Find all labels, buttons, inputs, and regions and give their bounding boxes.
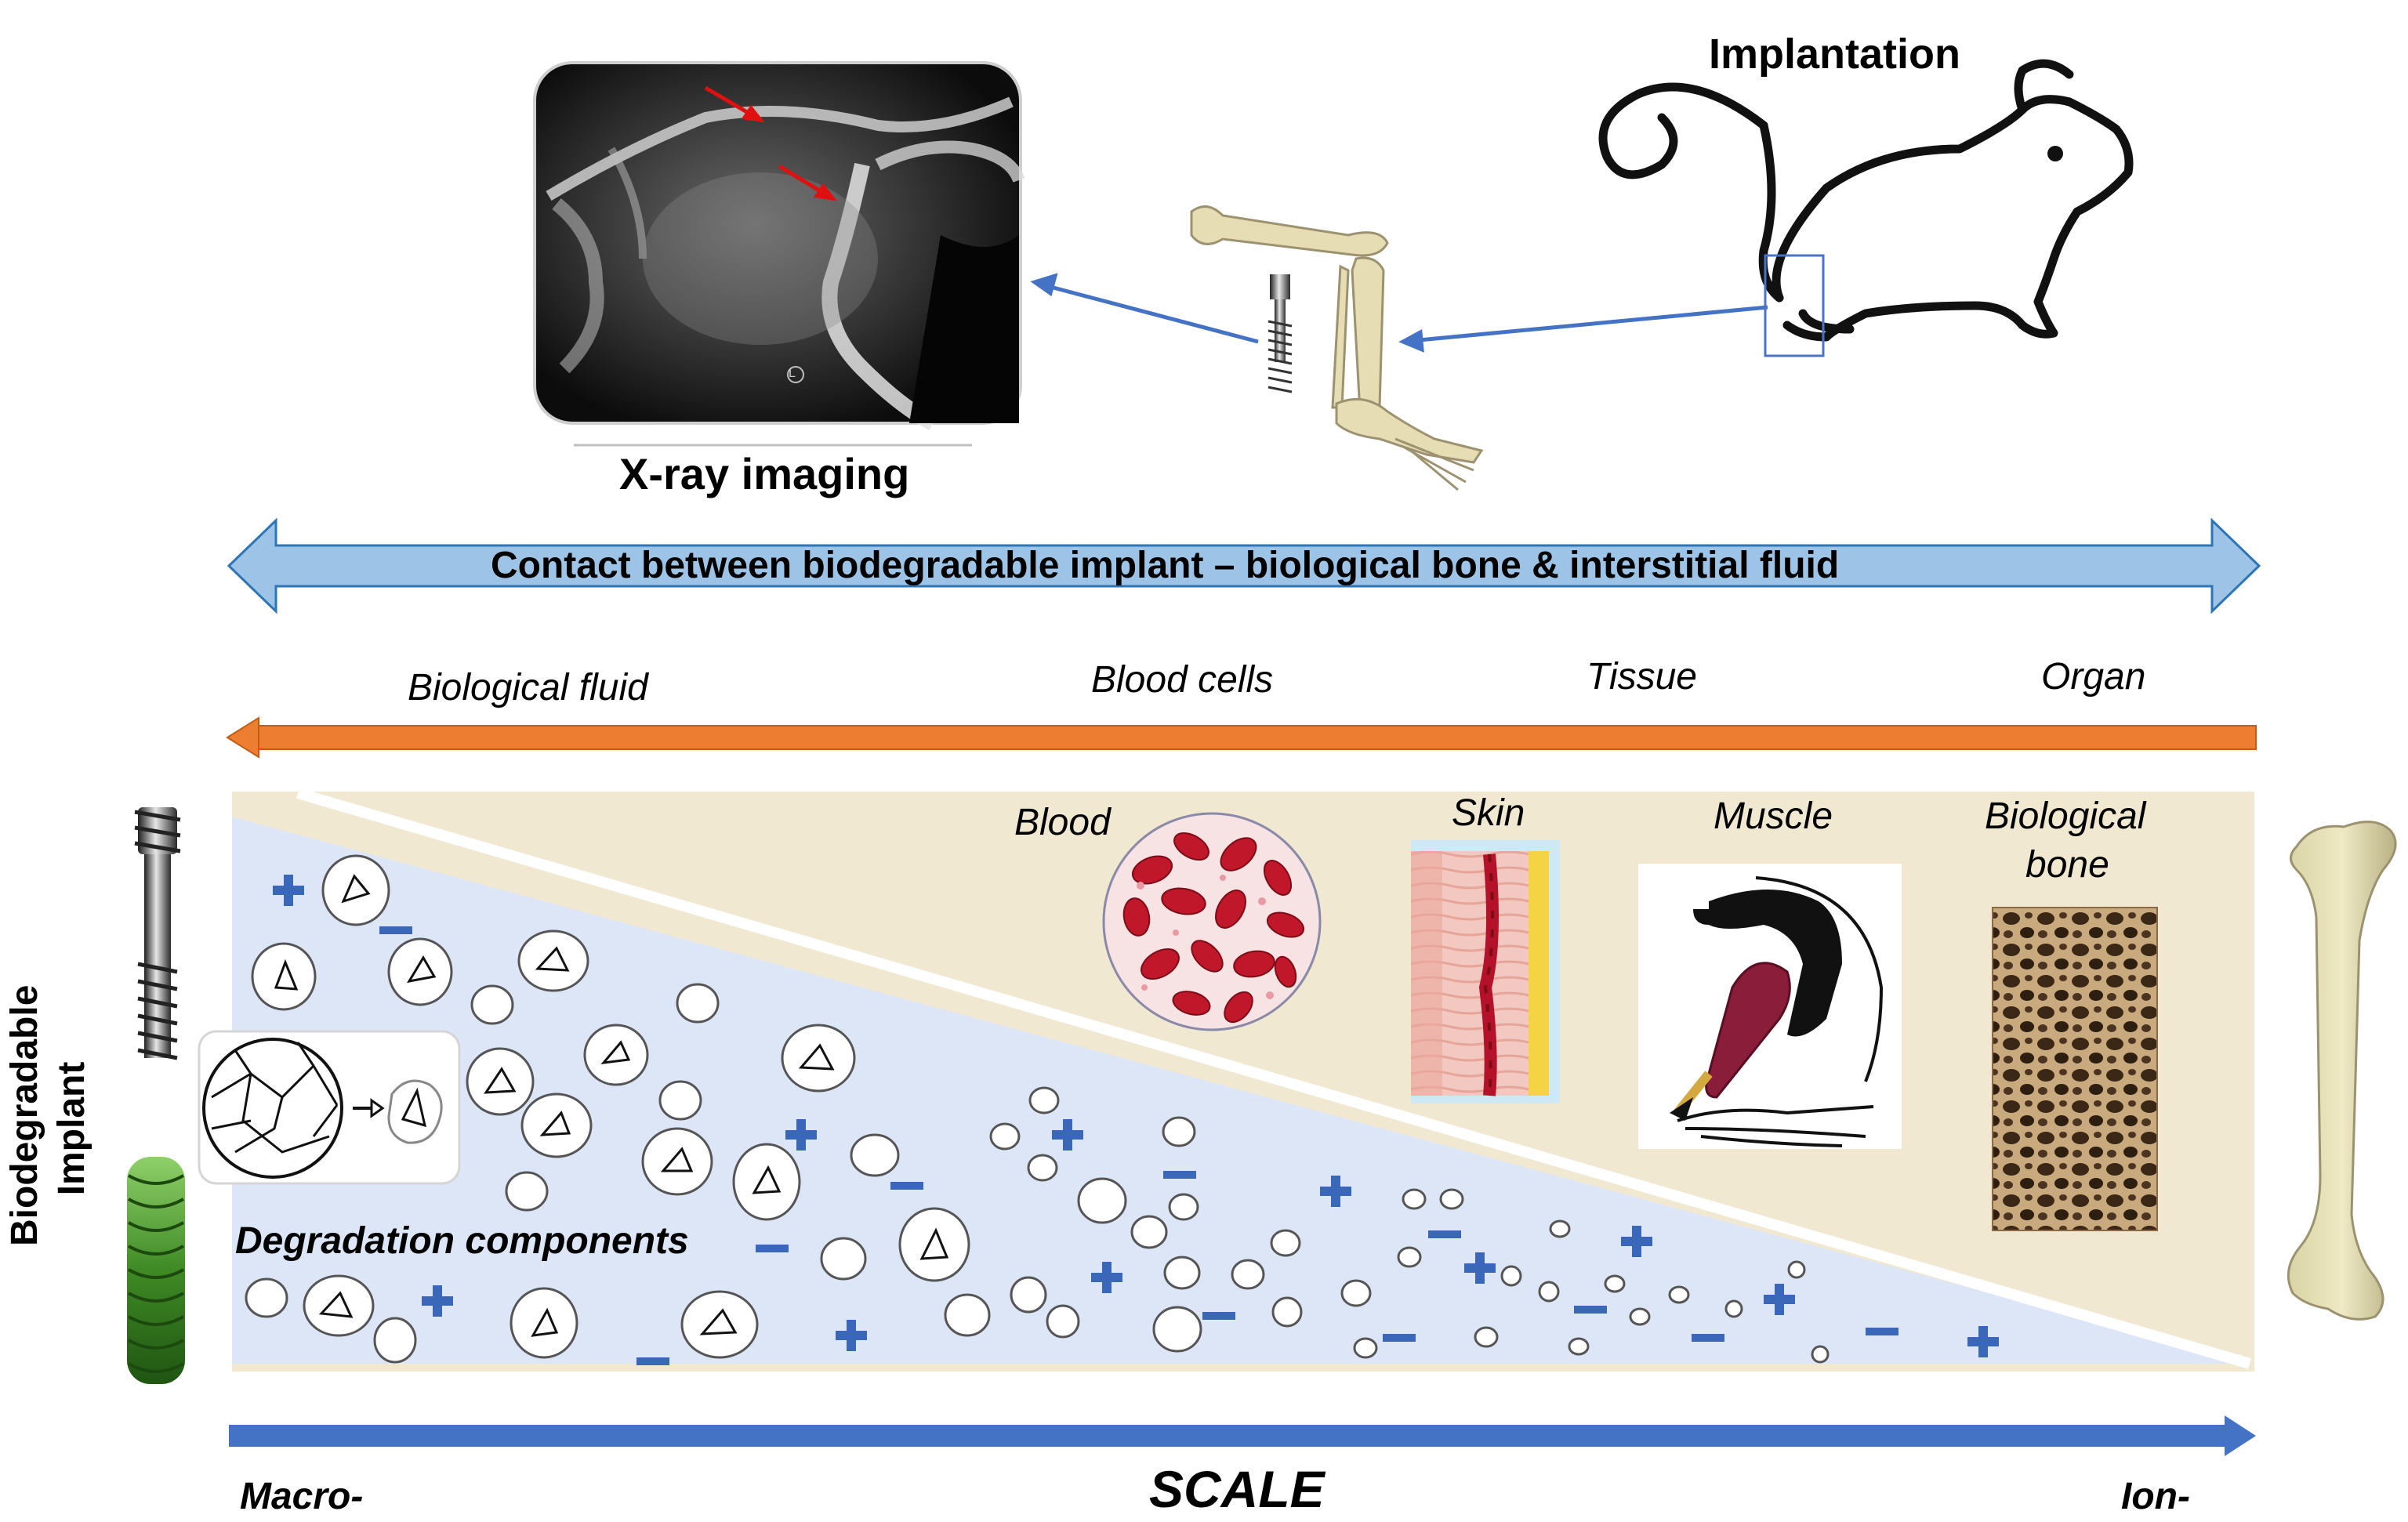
side-label-line1: Biodegradable [4, 984, 45, 1246]
contact-double-arrow [227, 517, 2261, 614]
level-organ: Organ [2041, 656, 2146, 698]
blood-cells-image [1102, 812, 1322, 1031]
ion-minus-symbols [379, 926, 1898, 1365]
femur-icon [2287, 821, 2397, 1321]
leg-bone-icon [1190, 205, 1484, 491]
tissue-blood-label: Blood [1014, 802, 1111, 843]
tissue-skin-label: Skin [1452, 792, 1525, 834]
contact-arrow-label: Contact between biodegradable implant – … [491, 545, 1840, 586]
degradation-components-label: Degradation components [235, 1220, 689, 1262]
muscle-image [1638, 864, 1902, 1149]
scale-arrow [229, 1415, 2256, 1456]
scale-right-end: Ion- [2121, 1476, 2190, 1517]
level-tissue: Tissue [1587, 656, 1697, 698]
fracture-inset [198, 1030, 461, 1185]
level-biological-fluid: Biological fluid [408, 667, 648, 708]
degradation-particles [245, 854, 1830, 1364]
tissue-bone-label-line2: bone [2025, 844, 2109, 886]
implant-screw-icon [134, 807, 181, 1060]
screw-icon [1267, 274, 1293, 393]
scale-title: SCALE [1149, 1460, 1325, 1518]
side-label-line2: Implant [51, 1061, 92, 1196]
implant-site-box [1764, 254, 1825, 357]
scale-left-end: Macro- [240, 1476, 364, 1517]
biodegradable-implant-label: Biodegradable Implant [2, 984, 96, 1246]
rat-eye [2047, 146, 2063, 161]
workflow-arrows [1030, 273, 1768, 353]
implantation-label: Implantation [1709, 31, 1960, 78]
region-divider [296, 788, 2251, 1369]
xray-image [533, 61, 1025, 430]
level-blood-cells: Blood cells [1091, 659, 1274, 701]
rat-icon [1598, 59, 2134, 342]
scale-levels-arrow [226, 716, 2257, 759]
tissue-muscle-label: Muscle [1714, 795, 1833, 837]
fluid-region [232, 817, 2250, 1364]
tissue-bone-label-line1: Biological [1985, 795, 2146, 837]
bone-tissue-image [1992, 907, 2158, 1231]
implant-spring-icon [127, 1157, 185, 1384]
xray-label: X-ray imaging [619, 449, 910, 498]
ion-plus-symbols [273, 875, 1999, 1357]
skin-image [1411, 840, 1560, 1103]
xray-marker: L [789, 367, 796, 380]
